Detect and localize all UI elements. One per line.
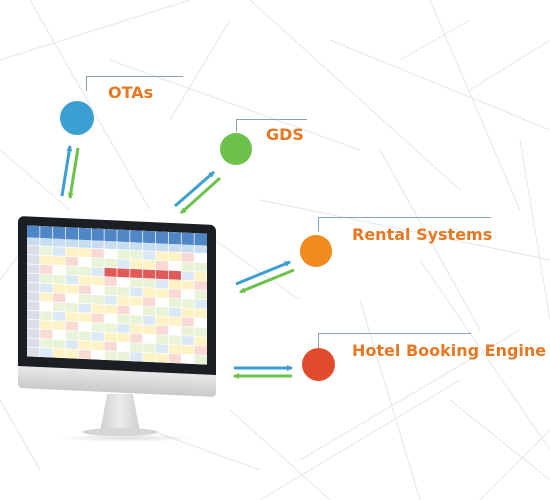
rental-bracket xyxy=(318,217,491,232)
hotel-label: Hotel Booking Engine xyxy=(352,341,547,360)
gds-bracket xyxy=(236,119,307,132)
otas-bracket xyxy=(86,76,183,91)
gds-node xyxy=(220,133,252,165)
gds-label: GDS xyxy=(266,125,304,144)
gds-arrow-down xyxy=(179,176,222,215)
monitor-shadow xyxy=(56,434,196,442)
monitor-bezel xyxy=(18,216,216,375)
monitor-base xyxy=(82,428,158,436)
otas-arrow-up xyxy=(60,145,73,197)
otas-label: OTAs xyxy=(108,83,154,102)
rental-label: Rental Systems xyxy=(352,225,493,244)
rental-arrow-up xyxy=(235,260,291,286)
calendar-grid-icon xyxy=(27,225,207,365)
rental-node xyxy=(300,235,332,267)
otas-arrow-down xyxy=(67,147,80,199)
monitor-stand xyxy=(100,394,140,432)
gds-arrow-up xyxy=(174,170,215,208)
hotel-bracket xyxy=(318,333,471,348)
rental-arrow-down xyxy=(239,268,295,294)
monitor xyxy=(18,216,216,442)
calendar-grid-svg xyxy=(27,225,207,365)
hotel-node xyxy=(302,348,335,381)
otas-node xyxy=(60,101,94,135)
